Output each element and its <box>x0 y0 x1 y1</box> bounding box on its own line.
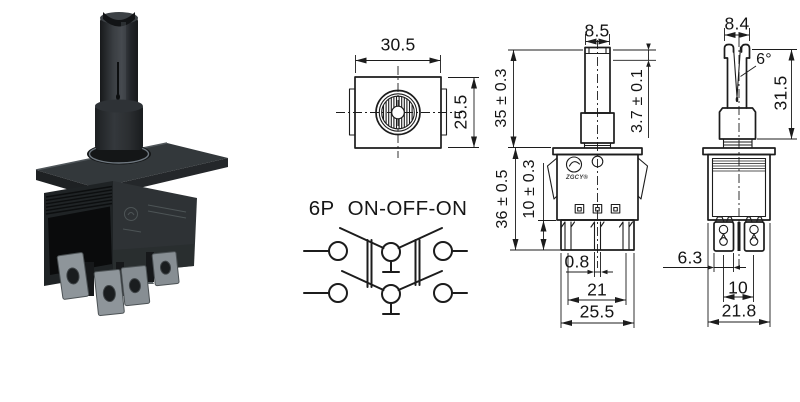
dim-topview-height: 25.5 <box>450 94 471 130</box>
dim-side-terminal-width: 6.3 <box>677 247 703 268</box>
dim-front-terminal-length: 10 ± 0.3 <box>521 159 538 219</box>
dim-front-terminal-span: 21 <box>587 279 607 300</box>
schematic-drawing <box>303 227 468 315</box>
dim-topview-width: 30.5 <box>380 34 416 55</box>
dim-side-body-width: 21.8 <box>721 300 757 321</box>
front-view-drawing <box>508 34 656 328</box>
dim-front-lever-width: 8.5 <box>584 20 610 41</box>
schematic-label: 6P ON-OFF-ON <box>309 197 468 221</box>
front-view-brand-mark: ZGCY® <box>565 175 589 181</box>
side-view-drawing <box>663 28 797 327</box>
dim-side-terminal-pitch: 10 <box>728 277 748 298</box>
schematic-function: ON-OFF-ON <box>347 197 468 220</box>
photo-markings <box>122 204 187 233</box>
schematic-poles: 6P <box>308 197 335 220</box>
dim-side-lever-width: 8.4 <box>724 13 750 34</box>
dim-side-slot-angle: 6° <box>756 51 772 68</box>
dim-side-lever-height: 31.5 <box>770 75 791 111</box>
dim-front-lever-tip: 3.7 ± 0.1 <box>629 69 646 133</box>
dim-front-terminal-thickness: 0.8 <box>564 251 590 272</box>
dim-front-lever-height: 35 ± 0.3 <box>493 68 510 128</box>
dim-front-body-height: 36 ± 0.5 <box>494 169 511 229</box>
top-view-drawing <box>336 55 479 158</box>
product-photo <box>35 12 228 317</box>
photo-terminals <box>56 251 180 317</box>
dim-front-body-width: 25.5 <box>579 301 615 322</box>
